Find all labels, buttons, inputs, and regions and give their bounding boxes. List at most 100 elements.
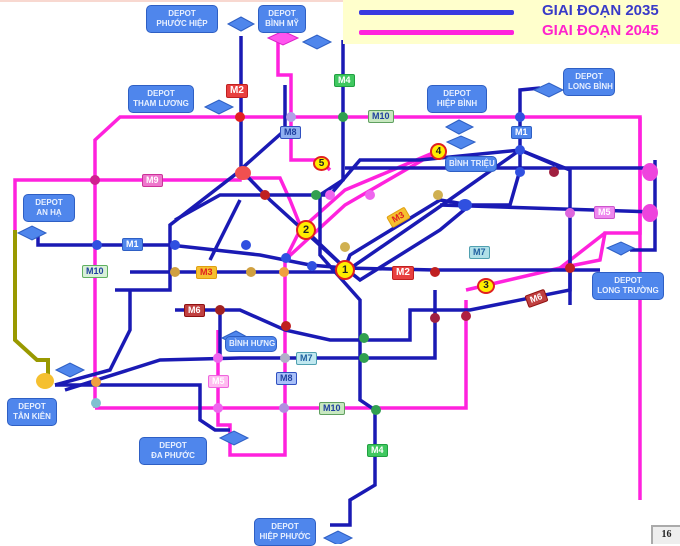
interchange-node <box>280 353 290 363</box>
page-number: 16 <box>651 525 680 544</box>
depot-diamond <box>226 16 256 32</box>
depot-label-line2: ĐA PHƯỚC <box>151 451 195 460</box>
depot-diamond <box>54 362 86 378</box>
interchange-node <box>281 321 291 331</box>
page-top-border <box>0 0 680 2</box>
interchange-node <box>515 112 525 122</box>
legend-item-2045: GIAI ĐOẠN 2045 <box>355 22 675 42</box>
interchange-node <box>433 190 443 200</box>
depot-label-line2: TÂN KIÊN <box>13 412 51 421</box>
line-m3 <box>54 290 132 387</box>
interchange-node <box>515 167 525 177</box>
line-tag-m7: M7 <box>296 352 317 365</box>
depot-diamond <box>322 530 354 544</box>
interchange-node <box>215 305 225 315</box>
legend: GIAI ĐOẠN 2035 GIAI ĐOẠN 2045 <box>343 0 680 44</box>
line-m1 <box>36 234 346 270</box>
line-m3-pink <box>298 148 441 232</box>
line-m4 <box>318 40 377 527</box>
depot-label-line2: HIỆP BÌNH <box>436 99 478 108</box>
line-tag-m1: M1 <box>122 238 143 251</box>
line-diag <box>298 203 472 283</box>
legend-label-2045: GIAI ĐOẠN 2045 <box>542 22 659 39</box>
interchange-node <box>241 240 251 250</box>
depot-label-line1: DEPOT <box>443 89 471 98</box>
depot-label-line1: DEPOT <box>268 9 296 18</box>
depot-label-line2: LONG BÌNH <box>568 82 613 91</box>
line-tag-m5: M5 <box>208 375 229 388</box>
depot-diamond <box>16 225 48 241</box>
depot-label-line1: DEPOT <box>168 9 196 18</box>
line-tag-m4: M4 <box>334 74 355 87</box>
interchange-node <box>338 112 348 122</box>
interchange-node <box>458 199 472 211</box>
line-tag-m10: M10 <box>82 265 108 278</box>
depot-diamond <box>444 119 475 135</box>
interchange-node <box>325 190 335 200</box>
interchange-node <box>359 353 369 363</box>
depot-diamond <box>218 430 250 446</box>
line-m2 <box>115 36 243 292</box>
interchange-node <box>642 204 658 222</box>
interchange-node <box>549 167 559 177</box>
line-m7 <box>64 290 437 392</box>
interchange-node <box>91 377 101 387</box>
station-5: 5 <box>313 156 330 171</box>
line-tag-m2: M2 <box>226 84 248 98</box>
depot-diamond <box>605 241 636 256</box>
station-1: 1 <box>335 260 355 280</box>
interchange-node <box>246 267 256 277</box>
depot-label-line1: DEPOT <box>271 522 299 531</box>
station-3: 3 <box>477 278 495 294</box>
depot-diamond <box>203 99 235 115</box>
line-tag-m8: M8 <box>276 372 297 385</box>
depot-label-line2: BÌNH MỸ <box>265 19 299 28</box>
interchange-node <box>213 403 223 413</box>
interchange-node <box>340 242 350 252</box>
legend-label-2035: GIAI ĐOẠN 2035 <box>542 2 659 19</box>
interchange-node <box>213 353 223 363</box>
interchange-node <box>235 112 245 122</box>
interchange-node <box>91 398 101 408</box>
line-olive <box>13 230 50 378</box>
interchange-node <box>311 190 321 200</box>
depot-label-line1: DEPOT <box>147 89 175 98</box>
interchange-node <box>365 190 375 200</box>
depot-label-line2: LONG TRƯỜNG <box>597 286 659 295</box>
place-binh-trieu: BÌNH TRIỆU <box>445 156 497 172</box>
depot-label-line1: DEPOT <box>159 441 187 450</box>
depot-diamond <box>532 82 565 98</box>
interchange-node <box>281 253 291 263</box>
interchange-node <box>235 166 251 180</box>
line-tag-m4: M4 <box>367 444 388 457</box>
line-tag-m8: M8 <box>280 126 301 139</box>
legend-swatch-2045 <box>359 30 514 35</box>
line-tag-m5: M5 <box>594 206 615 219</box>
interchange-node <box>92 240 102 250</box>
line-tag-m3: M3 <box>196 266 217 279</box>
interchange-node <box>170 240 180 250</box>
interchange-node <box>430 267 440 277</box>
depot-label-line1: DEPOT <box>18 402 46 411</box>
depot-diamond <box>445 135 477 150</box>
line-tag-m10: M10 <box>319 402 345 415</box>
line-east-h2 <box>439 203 656 214</box>
depot-label-line2: PHƯỚC HIỆP <box>156 19 208 28</box>
depot-label-line1: DEPOT <box>575 72 603 81</box>
place-binh-hung: BÌNH HƯNG <box>225 336 277 352</box>
depot-label-line1: DEPOT <box>614 276 642 285</box>
interchange-node <box>461 311 471 321</box>
interchange-node <box>359 333 369 343</box>
interchange-node <box>642 163 658 181</box>
interchange-node <box>279 403 289 413</box>
interchange-node <box>430 313 440 323</box>
line-tag-m6: M6 <box>184 304 205 317</box>
line-tag-m2: M2 <box>392 266 414 280</box>
